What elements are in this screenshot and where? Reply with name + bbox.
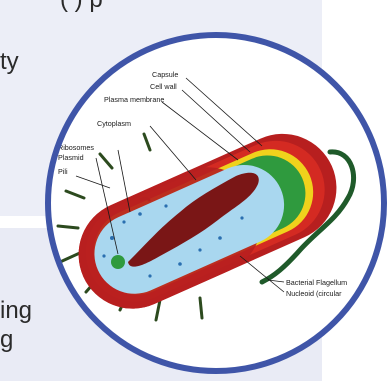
label-flagellum: Bacterial Flagellum: [286, 278, 347, 287]
label-capsule: Capsule: [152, 70, 178, 79]
label-pili: Pili: [58, 167, 68, 176]
label-plasmid: Plasmid: [58, 153, 84, 162]
label-cell-wall: Cell wall: [150, 82, 177, 91]
label-cytoplasm: Cytoplasm: [97, 119, 131, 128]
label-nucleoid: Nucleoid (circular: [286, 289, 342, 298]
label-ribosomes: Ribosomes: [58, 143, 94, 152]
label-plasma-membrane: Plasma membrane: [104, 95, 164, 104]
plasmid-shape: [111, 255, 125, 269]
